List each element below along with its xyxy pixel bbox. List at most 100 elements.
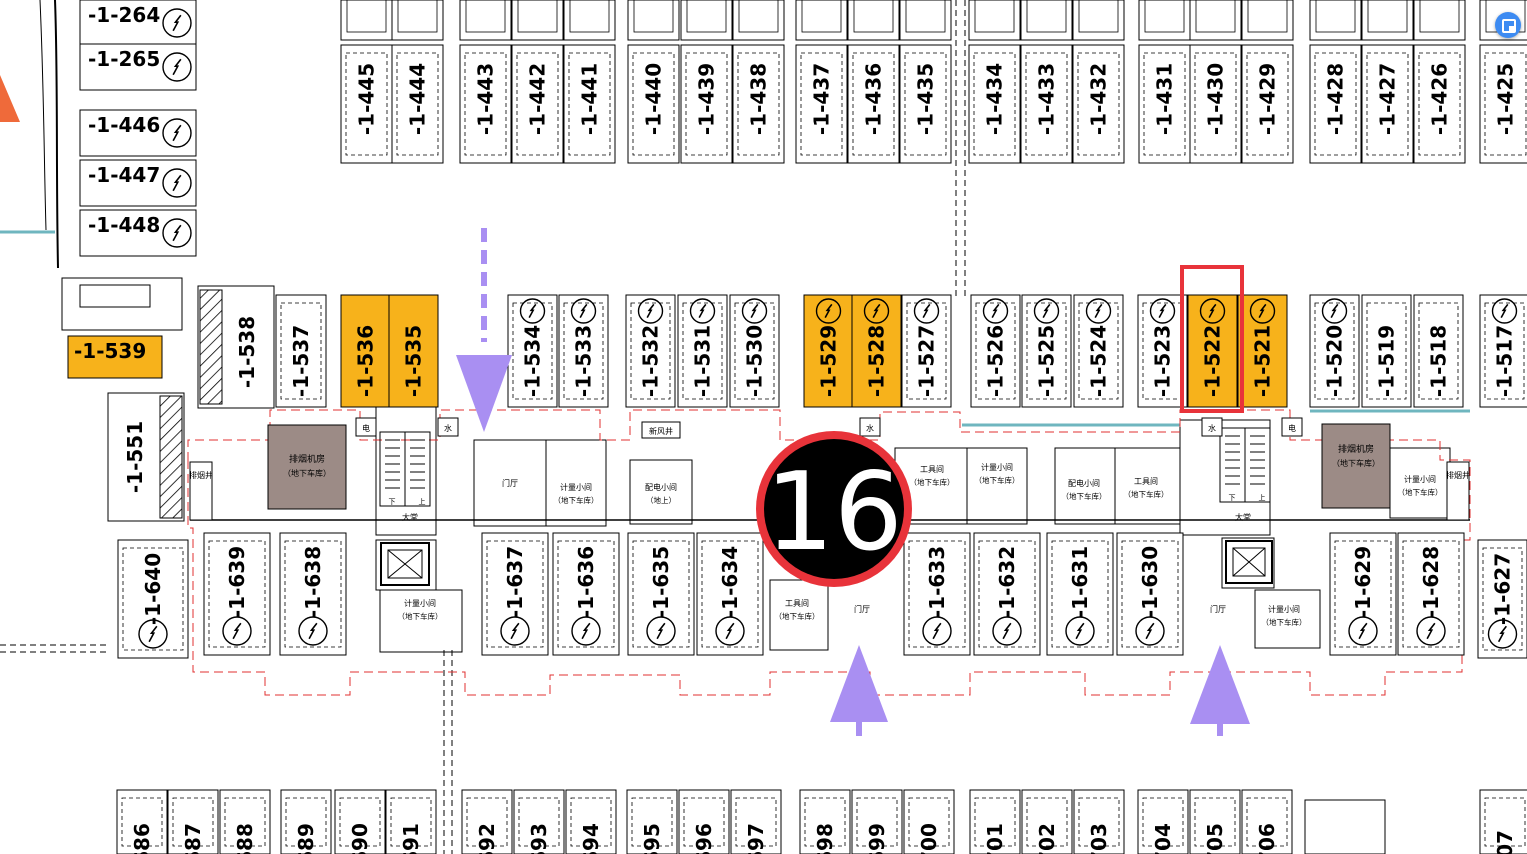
parking-space[interactable]: -1-628 bbox=[1397, 532, 1465, 656]
power-room-2-label: 配电小间 bbox=[1068, 478, 1100, 488]
parking-space[interactable]: -1-518 bbox=[1413, 294, 1464, 408]
parking-space[interactable]: 698 bbox=[799, 789, 851, 854]
parking-space[interactable]: -1-522 bbox=[1187, 294, 1238, 408]
parking-space[interactable]: 705 bbox=[1189, 789, 1241, 854]
parking-space[interactable]: -1-634 bbox=[696, 532, 764, 656]
parking-space[interactable]: 694 bbox=[565, 789, 617, 854]
ev-charger-icon bbox=[715, 616, 745, 646]
parking-space-539[interactable]: -1-539 bbox=[67, 335, 163, 379]
parking-space[interactable]: -1-517 bbox=[1479, 294, 1527, 408]
parking-space[interactable]: -1-429 bbox=[1241, 44, 1294, 164]
parking-space[interactable]: -1-534 bbox=[507, 294, 558, 408]
parking-space[interactable]: 690 bbox=[334, 789, 386, 854]
parking-space[interactable]: -1-524 bbox=[1073, 294, 1124, 408]
parking-space[interactable]: -1-445 bbox=[340, 44, 393, 164]
parking-space-551[interactable]: -1-551 bbox=[107, 392, 185, 522]
parking-space[interactable]: -1-437 bbox=[795, 44, 848, 164]
stair-left-up: 上 bbox=[419, 497, 426, 506]
parking-space[interactable]: -1-448 bbox=[79, 209, 197, 257]
parking-space[interactable]: -1-442 bbox=[511, 44, 564, 164]
parking-space[interactable]: 706 bbox=[1241, 789, 1293, 854]
parking-space[interactable]: -1-430 bbox=[1189, 44, 1242, 164]
parking-space[interactable]: -1-630 bbox=[1116, 532, 1184, 656]
parking-space[interactable]: -1-531 bbox=[677, 294, 728, 408]
parking-space[interactable]: -1-426 bbox=[1413, 44, 1466, 164]
parking-space[interactable]: 691 bbox=[385, 789, 437, 854]
parking-space[interactable]: -1-438 bbox=[732, 44, 785, 164]
parking-space[interactable]: -1-530 bbox=[729, 294, 780, 408]
parking-space[interactable]: -1-526 bbox=[970, 294, 1021, 408]
space-number: 705 bbox=[1203, 823, 1227, 854]
parking-space[interactable]: 703 bbox=[1073, 789, 1125, 854]
layer-tool-button[interactable] bbox=[1495, 12, 1521, 38]
parking-space[interactable]: -1-434 bbox=[968, 44, 1021, 164]
parking-space[interactable]: 695 bbox=[626, 789, 678, 854]
parking-space[interactable]: -1-536 bbox=[340, 294, 391, 408]
parking-space[interactable]: -1-629 bbox=[1329, 532, 1397, 656]
space-number: -1-437 bbox=[810, 63, 834, 135]
parking-space[interactable]: 704 bbox=[1137, 789, 1189, 854]
parking-space[interactable]: -1-523 bbox=[1137, 294, 1188, 408]
parking-space[interactable]: -1-529 bbox=[803, 294, 854, 408]
parking-space[interactable]: 700 bbox=[903, 789, 955, 854]
parking-space[interactable]: -1-635 bbox=[627, 532, 695, 656]
parking-space[interactable]: 687 bbox=[167, 789, 219, 854]
parking-space[interactable]: -1-637 bbox=[481, 532, 549, 656]
space-number: -1-446 bbox=[88, 113, 160, 137]
parking-space[interactable]: -1-639 bbox=[203, 532, 271, 656]
parking-space[interactable]: 699 bbox=[851, 789, 903, 854]
parking-space[interactable]: -1-439 bbox=[680, 44, 733, 164]
parking-space[interactable]: 696 bbox=[678, 789, 730, 854]
parking-space[interactable]: 701 bbox=[969, 789, 1021, 854]
parking-space[interactable]: -1-428 bbox=[1309, 44, 1362, 164]
parking-space[interactable]: -1-432 bbox=[1072, 44, 1125, 164]
parking-space[interactable]: -1-640 bbox=[117, 539, 189, 659]
parking-space[interactable]: -1-638 bbox=[279, 532, 347, 656]
parking-space[interactable]: -1-533 bbox=[558, 294, 609, 408]
parking-space[interactable]: -1-532 bbox=[625, 294, 676, 408]
parking-space-538[interactable]: -1-538 bbox=[197, 285, 275, 409]
parking-space[interactable]: -1-435 bbox=[899, 44, 952, 164]
parking-space[interactable]: -1-636 bbox=[552, 532, 620, 656]
parking-space[interactable]: 693 bbox=[513, 789, 565, 854]
building-number: 16 bbox=[765, 450, 902, 575]
parking-space[interactable]: -1-525 bbox=[1021, 294, 1072, 408]
parking-space[interactable]: -1-436 bbox=[847, 44, 900, 164]
parking-space[interactable]: -1-264 bbox=[79, 0, 197, 47]
parking-space[interactable]: -1-631 bbox=[1046, 532, 1114, 656]
parking-space[interactable]: 686 bbox=[116, 789, 168, 854]
parking-space[interactable]: -1-521 bbox=[1237, 294, 1288, 408]
parking-space[interactable]: -1-431 bbox=[1138, 44, 1191, 164]
parking-space[interactable]: -1-537 bbox=[275, 294, 327, 408]
space-number: 696 bbox=[692, 823, 716, 854]
parking-space[interactable]: -1-446 bbox=[79, 109, 197, 157]
parking-space[interactable]: -1-627 bbox=[1477, 539, 1527, 659]
parking-space[interactable]: -1-425 bbox=[1479, 44, 1527, 164]
parking-space[interactable]: 692 bbox=[461, 789, 513, 854]
parking-space[interactable]: -1-440 bbox=[627, 44, 680, 164]
parking-space[interactable]: -1-433 bbox=[1020, 44, 1073, 164]
parking-space[interactable]: 07 bbox=[1479, 789, 1527, 854]
parking-space[interactable]: -1-444 bbox=[391, 44, 444, 164]
parking-space[interactable]: 689 bbox=[280, 789, 332, 854]
parking-space[interactable]: -1-447 bbox=[79, 159, 197, 207]
parking-space[interactable]: -1-527 bbox=[901, 294, 952, 408]
entry-arrow-right bbox=[1190, 645, 1250, 736]
parking-space[interactable]: -1-633 bbox=[903, 532, 971, 656]
parking-space[interactable]: 697 bbox=[730, 789, 782, 854]
parking-space[interactable]: -1-427 bbox=[1361, 44, 1414, 164]
parking-space[interactable]: 688 bbox=[219, 789, 271, 854]
tool-room-2-label: 工具间 bbox=[1134, 477, 1158, 486]
parking-space[interactable]: -1-520 bbox=[1309, 294, 1360, 408]
parking-space[interactable]: -1-441 bbox=[563, 44, 616, 164]
parking-space[interactable]: -1-265 bbox=[79, 43, 197, 91]
tool-room-1-sub: （地下车库） bbox=[910, 477, 955, 487]
ev-charger-icon bbox=[1135, 616, 1165, 646]
parking-space[interactable]: -1-519 bbox=[1361, 294, 1412, 408]
parking-space[interactable]: 702 bbox=[1021, 789, 1073, 854]
parking-space[interactable]: -1-528 bbox=[851, 294, 902, 408]
parking-space[interactable]: -1-535 bbox=[388, 294, 439, 408]
parking-space[interactable]: -1-443 bbox=[459, 44, 512, 164]
parking-space[interactable]: -1-632 bbox=[973, 532, 1041, 656]
